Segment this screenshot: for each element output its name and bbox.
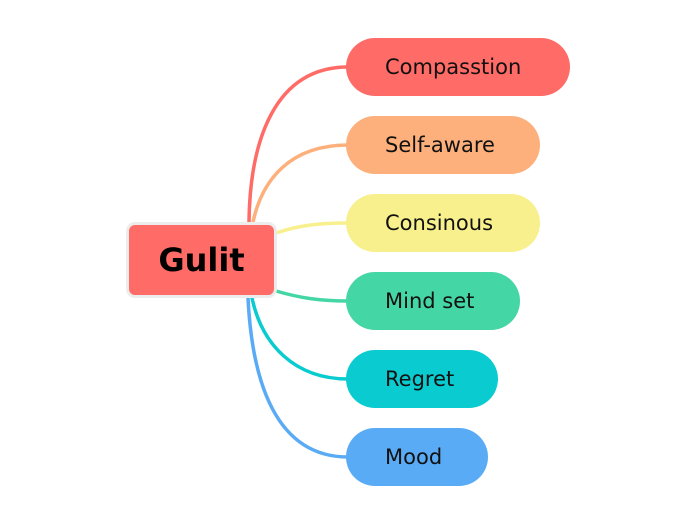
root-label: Gulit — [158, 241, 245, 279]
branch-label: Compasstion — [385, 55, 522, 79]
connector-line — [246, 296, 350, 459]
connector-line — [247, 65, 350, 224]
branch-node-self-aware[interactable]: Self-aware — [346, 116, 540, 174]
branch-node-regret[interactable]: Regret — [346, 350, 498, 408]
branch-node-consinous[interactable]: Consinous — [346, 194, 540, 252]
connector-line — [274, 221, 350, 235]
branch-node-compassion[interactable]: Compasstion — [346, 38, 570, 96]
branch-label: Self-aware — [385, 133, 495, 157]
branch-node-mind-set[interactable]: Mind set — [346, 272, 520, 330]
connector-line — [251, 143, 350, 224]
branch-label: Regret — [385, 367, 455, 391]
connector-line — [274, 289, 350, 303]
branch-label: Consinous — [385, 211, 494, 235]
connector-line — [250, 296, 350, 381]
root-node[interactable]: Gulit — [126, 222, 277, 298]
branch-label: Mind set — [385, 289, 475, 313]
branch-node-mood[interactable]: Mood — [346, 428, 488, 486]
branch-label: Mood — [385, 445, 443, 469]
